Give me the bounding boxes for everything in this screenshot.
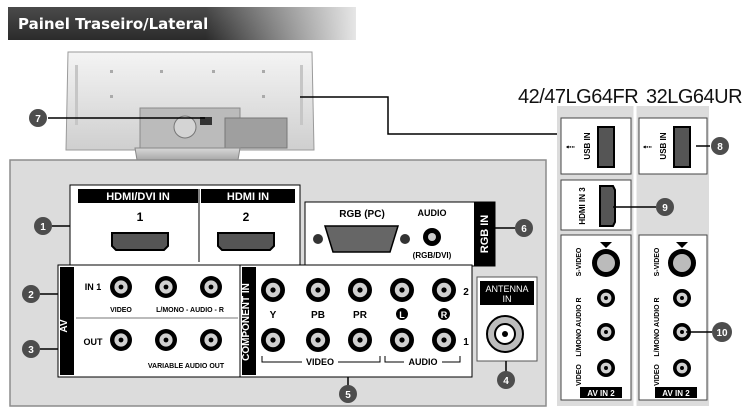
s-video-label-32: S-VIDEO: [654, 247, 661, 276]
callout-7: 7: [35, 114, 41, 125]
av-in-audio-r-jack: [200, 276, 222, 298]
side-audio-label-42: L/MONO AUDIO R: [576, 297, 583, 356]
component1-l-jack: [390, 328, 414, 352]
side-audio-l-jack-42: [597, 289, 615, 307]
component-y-label: Y: [270, 310, 277, 321]
component-l-label: L: [399, 310, 405, 320]
av-out-video-jack: [110, 329, 132, 351]
component2-pb-jack: [306, 278, 330, 302]
side-video-label-42: VIDEO: [576, 364, 583, 386]
component-row-1-label: 1: [463, 337, 469, 348]
side-panel: USB IN USB IN ⭫ ⭫ HDMI IN 3 S-VIDEO S-VI…: [557, 106, 709, 406]
usb-port-42: [597, 126, 615, 168]
rgb-audio-label: AUDIO: [418, 208, 447, 218]
callouts: 1 2 3 4 5 6 7 8 9 10: [22, 109, 732, 403]
av-out-audio-r-jack: [200, 329, 222, 351]
av-in-audio-l-jack: [155, 276, 177, 298]
component1-y-jack: [261, 328, 285, 352]
hdmi-group: HDMI/DVI IN HDMI IN 1 2: [69, 184, 301, 268]
rgb-pc-port: [323, 225, 400, 253]
rgb-in-label: RGB IN: [479, 215, 491, 254]
component2-l-jack: [390, 278, 414, 302]
component-video-label: VIDEO: [306, 357, 334, 367]
hdmi-port-1-number: 1: [137, 210, 144, 224]
section-title: Painel Traseiro/Lateral: [18, 15, 209, 33]
s-video-label-42: S-VIDEO: [576, 247, 583, 276]
callout-6: 6: [521, 224, 527, 235]
component-row-2-label: 2: [463, 287, 469, 298]
usb-port-32: [673, 126, 691, 168]
side-audio-r-jack-32: [673, 323, 691, 341]
av-in-video-jack: [110, 276, 132, 298]
side-panel-leader-line: [300, 96, 560, 135]
side-video-jack-42: [597, 359, 615, 377]
rca-jacks: [110, 276, 691, 377]
av-out-audio-l-jack: [155, 329, 177, 351]
antenna-label-line1: ANTENNA: [485, 284, 528, 294]
callout-10: 10: [716, 328, 728, 339]
rgb-pc-label: RGB (PC): [339, 209, 385, 220]
av-in-2-label-32: AV IN 2: [662, 389, 690, 398]
component2-y-jack: [261, 278, 285, 302]
side-audio-r-jack-42: [597, 323, 615, 341]
antenna-label-line2: IN: [503, 294, 512, 304]
component2-r-jack: [432, 278, 456, 302]
variable-audio-out-label: VARIABLE AUDIO OUT: [148, 363, 225, 370]
hdmi-port-2: [217, 232, 275, 251]
component-pb-label: PB: [311, 310, 325, 321]
usb-in-label-32: USB IN: [659, 132, 668, 159]
hdmi-in-label: HDMI IN: [227, 191, 269, 203]
av-out-label: OUT: [84, 337, 104, 347]
component-pr-label: PR: [353, 310, 368, 321]
usb-icon-42: ⭫: [563, 145, 578, 150]
tv-rear-illustration: [65, 51, 315, 171]
usb-icon-32: ⭫: [640, 145, 655, 150]
title-bar-fade: [206, 7, 356, 40]
component1-r-jack: [432, 328, 456, 352]
component1-pb-jack: [306, 328, 330, 352]
av-label: AV: [59, 319, 70, 332]
hdmi-dvi-in-label: HDMI/DVI IN: [106, 191, 170, 203]
hdmi-port-3: [599, 185, 616, 227]
callout-8: 8: [717, 142, 723, 153]
component-audio-label: AUDIO: [409, 357, 438, 367]
model-label-42-47: 42/47LG64FR: [518, 86, 639, 108]
hdmi-port-1: [111, 232, 169, 251]
av-audio-label: L/MONO - AUDIO - R: [156, 307, 224, 314]
callout-5: 5: [345, 390, 351, 401]
rgb-group: RGB IN RGB (PC) AUDIO (RGB/DVI): [304, 201, 496, 267]
av-video-label: VIDEO: [110, 307, 132, 314]
model-label-32: 32LG64UR: [646, 86, 743, 108]
rgb-dvi-audio-label: (RGB/DVI): [413, 251, 452, 260]
av-in1-label: IN 1: [85, 282, 102, 292]
hdmi-in-3-label: HDMI IN 3: [578, 187, 587, 225]
side-video-label-32: VIDEO: [654, 364, 661, 386]
side-audio-label-32: L/MONO AUDIO R: [654, 297, 661, 356]
usb-in-label-42: USB IN: [583, 132, 592, 159]
av-in-2-label-42: AV IN 2: [587, 389, 615, 398]
component2-pr-jack: [348, 278, 372, 302]
component-in-label: COMPONENT IN: [241, 283, 252, 361]
side-video-jack-32: [673, 359, 691, 377]
callout-4: 4: [503, 376, 509, 387]
callout-9: 9: [662, 203, 668, 214]
component-r-label: R: [441, 310, 448, 320]
section-title-bar: Painel Traseiro/Lateral: [8, 7, 356, 40]
callout-3: 3: [28, 345, 34, 356]
antenna-group: ANTENNA IN: [476, 276, 538, 362]
hdmi-port-2-number: 2: [243, 210, 250, 224]
callout-1: 1: [40, 222, 46, 233]
callout-2: 2: [28, 290, 34, 301]
side-audio-l-jack-32: [673, 289, 691, 307]
component1-pr-jack: [348, 328, 372, 352]
